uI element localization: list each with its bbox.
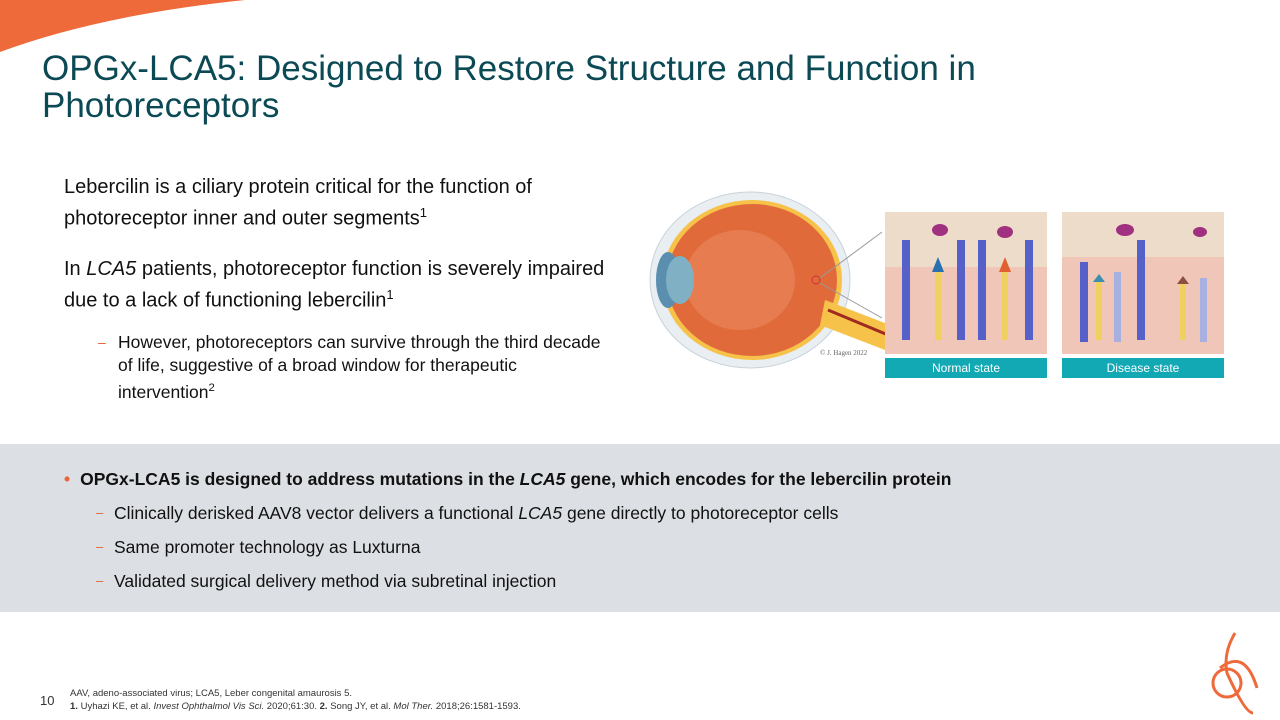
sub-bullet-surgical: –Validated surgical delivery method via … (96, 571, 557, 591)
summary-band (0, 444, 1280, 612)
eye-illustration: © J. Hagen 2022 Normal state Disease sta… (640, 190, 1240, 395)
main-bullet: •OPGx-LCA5 is designed to address mutati… (64, 469, 952, 489)
eye-diagram: © J. Hagen 2022 (649, 191, 1224, 369)
page-title: OPGx-LCA5: Designed to Restore Structure… (42, 49, 976, 125)
sub-bullet-promoter: –Same promoter technology as Luxturna (96, 537, 421, 557)
disease-state-label: Disease state (1062, 358, 1224, 378)
paragraph-lca5: In LCA5 patients, photoreceptor function… (64, 258, 605, 312)
company-logo-icon (1211, 632, 1259, 715)
sub-bullet-aav8: –Clinically derisked AAV8 vector deliver… (96, 503, 839, 523)
svg-text:© J. Hagen 2022: © J. Hagen 2022 (820, 349, 868, 357)
footnote-references: 1. Uyhazi KE, et al. Invest Ophthalmol V… (70, 701, 521, 712)
page-number: 10 (40, 693, 55, 708)
paragraph-lebercilin: Lebercilin is a ciliary protein critical… (64, 176, 532, 230)
sub-bullet-survival: –However, photoreceptors can survive thr… (98, 332, 601, 402)
decorative-swoosh (0, 0, 245, 52)
footnote-abbreviations: AAV, adeno-associated virus; LCA5, Leber… (70, 688, 352, 699)
normal-state-label: Normal state (885, 358, 1047, 378)
